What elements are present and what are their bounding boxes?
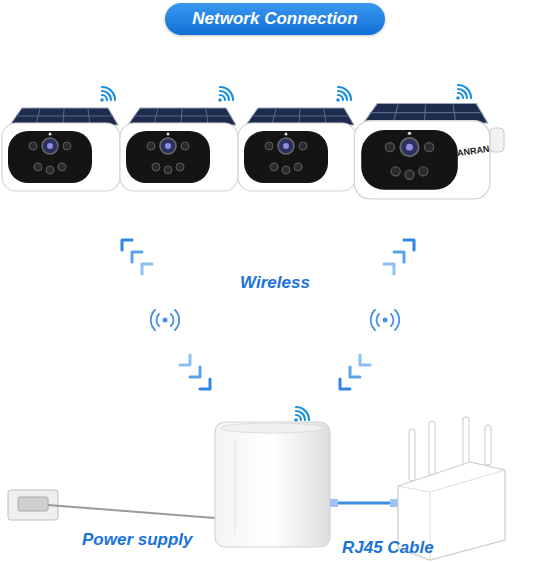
title-pill: Network Connection — [165, 3, 385, 35]
power-label: Power supply — [82, 530, 193, 550]
cable-label: RJ45 Cable — [342, 538, 434, 558]
link-label: Wireless — [225, 273, 325, 293]
